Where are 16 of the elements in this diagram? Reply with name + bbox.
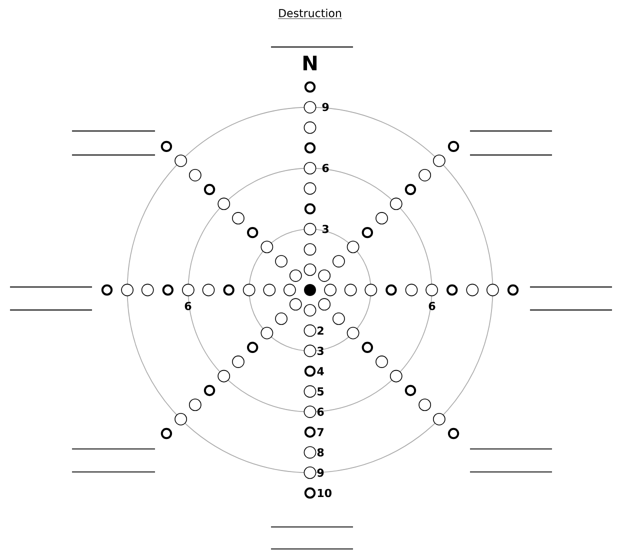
number-label: 7 <box>317 428 324 436</box>
number-label: 10 <box>318 488 332 498</box>
number-label: 4 <box>317 367 324 376</box>
number-label: 9 <box>317 468 324 477</box>
north-label: N <box>303 56 317 70</box>
number-label: 3 <box>322 224 328 234</box>
number-label: 6 <box>428 302 436 310</box>
number-label: 9 <box>322 102 329 112</box>
number-label: 6 <box>317 408 324 416</box>
number-label: 8 <box>317 448 324 457</box>
number-label: 6 <box>184 302 192 310</box>
number-label: 5 <box>318 387 324 396</box>
title: Destruction <box>278 8 342 19</box>
number-label: 2 <box>318 326 324 335</box>
number-label: 6 <box>322 164 329 172</box>
number-label: 3 <box>317 346 324 356</box>
